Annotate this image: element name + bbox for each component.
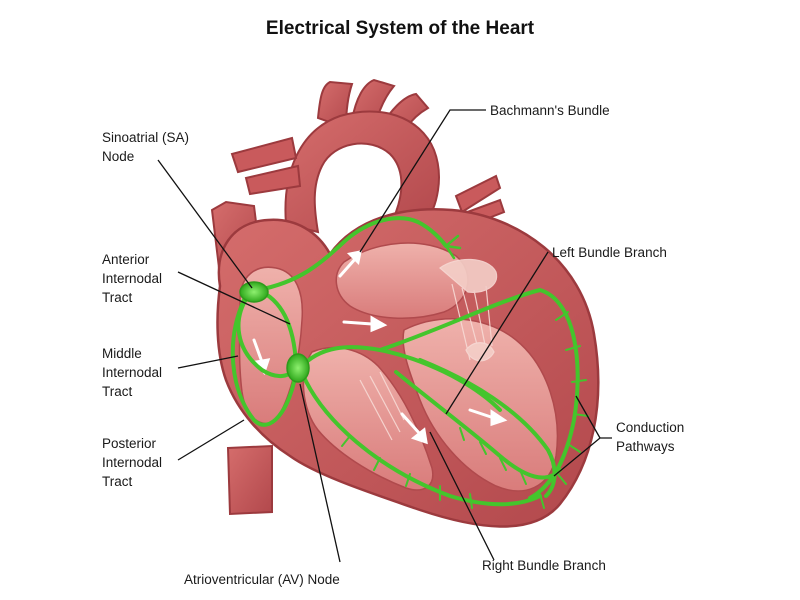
leader-right-bundle [429, 431, 495, 561]
label-conduction-line1: Conduction [616, 420, 685, 435]
leader-left-bundle [445, 251, 549, 415]
inferior-vena-cava [226, 444, 273, 516]
label-right-bundle-text: Right Bundle Branch [482, 558, 606, 573]
chordae-tendineae [359, 258, 498, 441]
posterior-tract-path [230, 298, 298, 427]
flow-arrow [342, 320, 374, 326]
label-conduction-line2: Pathways [616, 439, 675, 454]
purkinje-fibers [341, 311, 589, 509]
flow-arrow [468, 408, 496, 420]
label-middle-line1: Middle [102, 346, 142, 361]
pulmonary-artery-left [230, 136, 298, 174]
leader-conduction-2 [575, 395, 601, 439]
label-anterior-line1: Anterior [102, 252, 150, 267]
leader-posterior [177, 419, 245, 461]
label-right-bundle-branch: Right Bundle Branch [482, 556, 606, 575]
label-bachmann-text: Bachmann's Bundle [490, 103, 610, 118]
flow-arrow-head [410, 427, 428, 445]
av-node [286, 353, 310, 383]
flow-arrow-head [346, 250, 362, 266]
label-posterior-line3: Tract [102, 474, 133, 489]
purkinje-path [298, 366, 542, 507]
label-middle-line3: Tract [102, 384, 133, 399]
left-atrium [335, 242, 469, 319]
pulmonary-vein-upper [454, 174, 502, 214]
leader-anterior [177, 271, 291, 325]
conduction-system [230, 216, 589, 509]
leader-lines [157, 109, 612, 563]
label-middle-line2: Internodal [102, 365, 163, 380]
left-bundle-path [378, 288, 580, 500]
label-middle-internodal-tract: Middle Internodal Tract [102, 344, 162, 401]
label-posterior-internodal-tract: Posterior Internodal Tract [102, 434, 162, 491]
label-conduction-pathways: Conduction Pathways [616, 418, 684, 456]
flow-arrow [252, 338, 264, 364]
leader-sa-node [157, 159, 253, 289]
flow-arrow-head [490, 409, 508, 427]
label-left-bundle-branch: Left Bundle Branch [552, 243, 667, 262]
diagram-title: Electrical System of the Heart [265, 18, 535, 39]
leader-av-node [299, 383, 341, 563]
label-sa-node-line2: Node [102, 149, 135, 164]
flow-arrow-head [370, 315, 388, 333]
label-anterior-line3: Tract [102, 290, 133, 305]
blood-flow-arrows [252, 250, 508, 445]
label-left-bundle-text: Left Bundle Branch [552, 245, 667, 260]
label-sa-node: Sinoatrial (SA) Node [102, 128, 189, 166]
leader-middle [177, 355, 239, 369]
flow-arrow [338, 256, 358, 278]
label-posterior-line1: Posterior [102, 436, 157, 451]
label-sa-node-line1: Sinoatrial (SA) [102, 130, 190, 145]
left-branch-lower [418, 358, 557, 498]
leader-bachmann [359, 109, 486, 253]
label-posterior-line2: Internodal [102, 455, 163, 470]
pulmonary-artery-right [244, 164, 302, 196]
bachmanns-bundle-path [256, 216, 448, 292]
label-anterior-internodal-tract: Anterior Internodal Tract [102, 250, 162, 307]
right-bundle-path [394, 370, 562, 480]
label-av-node: Atrioventricular (AV) Node [184, 570, 340, 589]
right-ventricle [302, 346, 434, 491]
label-bachmanns-bundle: Bachmann's Bundle [490, 101, 610, 120]
sa-node [239, 281, 269, 303]
flow-arrow [400, 412, 422, 436]
label-av-node-text: Atrioventricular (AV) Node [184, 572, 340, 587]
label-anterior-line2: Internodal [102, 271, 163, 286]
